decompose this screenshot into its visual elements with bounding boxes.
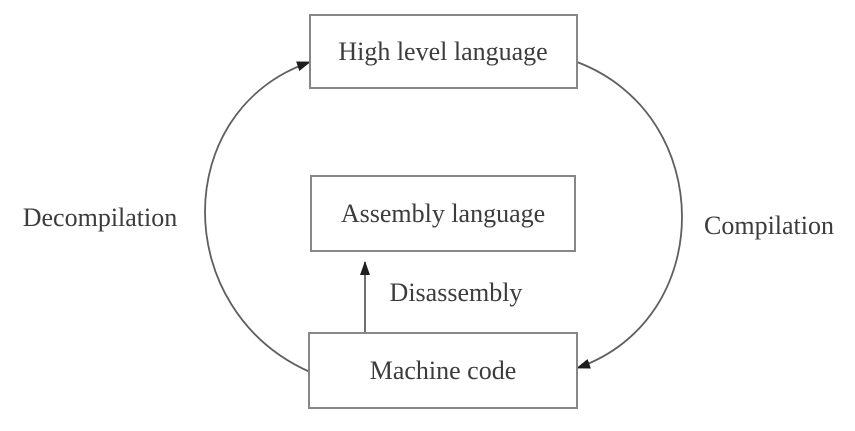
node-machine-code-label: Machine code [370, 356, 517, 385]
node-machine-code-box [308, 332, 578, 409]
edge-compilation-label: Compilation [704, 211, 834, 240]
node-machine-code: Machine code [308, 332, 578, 409]
node-high-level-language-label: High level language [338, 37, 547, 66]
node-high-level-language-box [309, 14, 578, 89]
node-high-level-language: High level language [309, 14, 578, 89]
edge-decompilation-label: Decompilation [23, 203, 178, 232]
node-assembly-language-box [310, 175, 576, 252]
node-assembly-language: Assembly language [310, 175, 576, 252]
edge-compilation-arrow [576, 61, 683, 369]
node-assembly-language-label: Assembly language [341, 199, 545, 228]
edge-decompilation-arrow [204, 61, 311, 373]
edge-disassembly-label: Disassembly [390, 278, 523, 307]
